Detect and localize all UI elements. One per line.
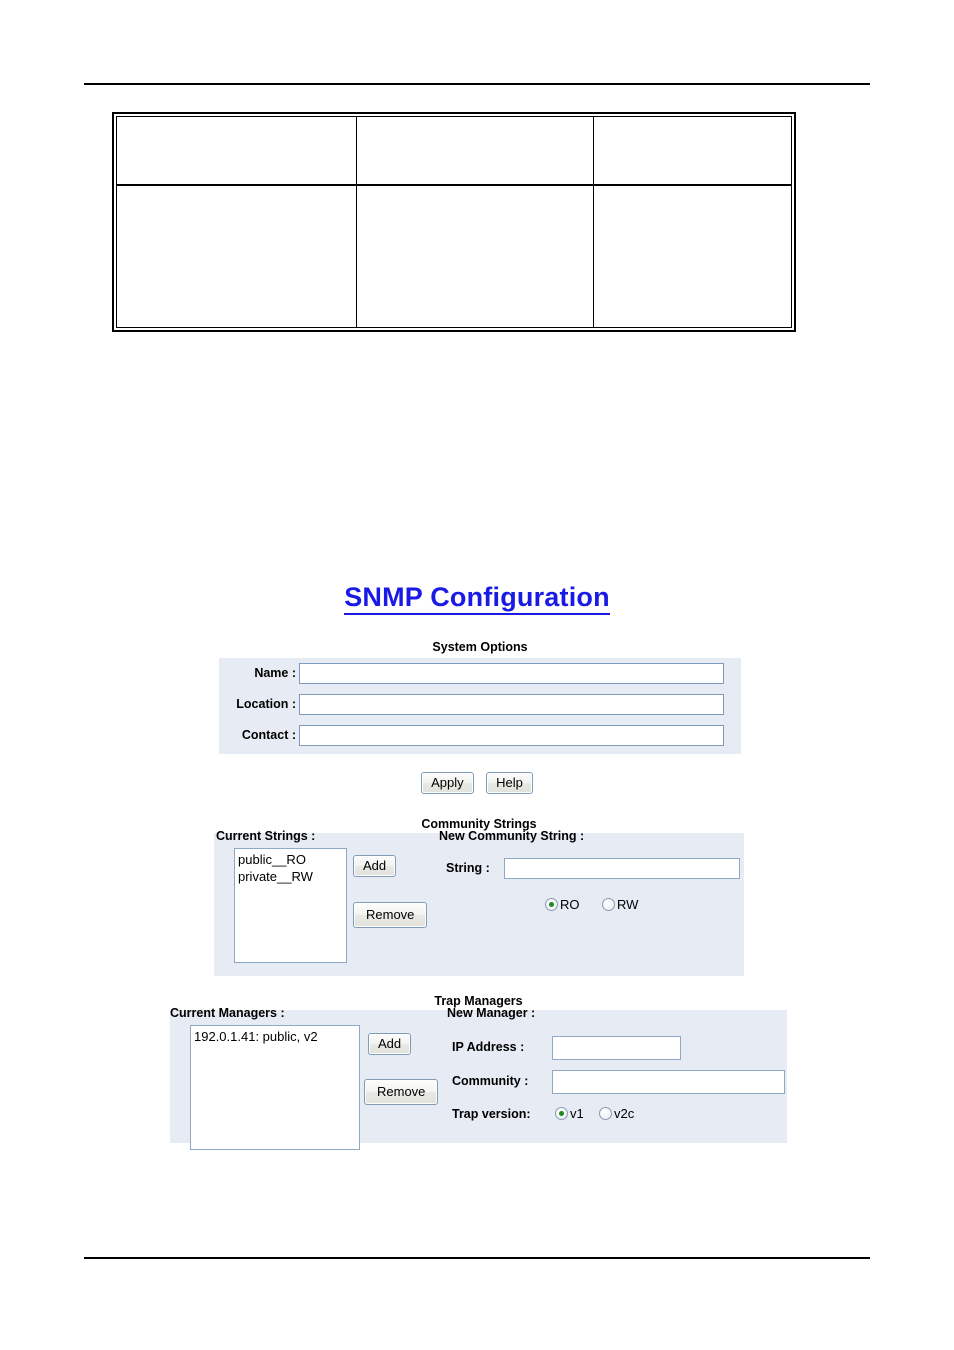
table-cell (116, 115, 357, 186)
radio-rw[interactable]: RW (602, 897, 638, 912)
table-cell (116, 184, 357, 328)
add-community-string-button[interactable]: Add (353, 855, 397, 877)
radio-rw-label: RW (617, 897, 639, 912)
list-item[interactable]: private__RW (238, 869, 313, 884)
new-community-string-label: New Community String : (439, 829, 585, 843)
name-field[interactable] (299, 663, 724, 684)
community-strings-panel: Current Strings : public__RO private__RW… (214, 829, 744, 976)
page-title-text: SNMP Configuration (344, 582, 610, 615)
radio-v2c[interactable]: v2c (599, 1106, 634, 1121)
list-item[interactable]: public__RO (238, 852, 306, 867)
community-label: Community : (452, 1074, 529, 1088)
page-title: SNMP Configuration (0, 582, 954, 615)
community-strings-heading: Community Strings (421, 817, 537, 831)
help-button[interactable]: Help (486, 772, 533, 794)
radio-v2c-label: v2c (614, 1106, 635, 1121)
string-field[interactable] (504, 858, 740, 879)
location-field[interactable] (299, 694, 724, 715)
contact-field[interactable] (299, 725, 724, 746)
radio-v1-label: v1 (570, 1106, 584, 1121)
list-item[interactable]: 192.0.1.41: public, v2 (194, 1029, 318, 1044)
ip-address-label: IP Address : (452, 1040, 525, 1054)
radio-ro-icon[interactable] (545, 898, 558, 911)
table-cell (355, 184, 595, 328)
trap-version-label: Trap version: (452, 1107, 531, 1121)
trap-managers-heading: Trap Managers (434, 994, 523, 1008)
name-label: Name : (254, 666, 296, 680)
string-label: String : (446, 861, 490, 875)
field-row-location: Location : (219, 692, 741, 717)
field-row-name: Name : (219, 661, 741, 686)
radio-rw-icon[interactable] (602, 898, 615, 911)
table-row (116, 184, 792, 328)
contact-label: Contact : (241, 728, 296, 742)
remove-manager-button[interactable]: Remove (364, 1079, 439, 1105)
page-footer-rule (84, 1257, 870, 1259)
current-managers-listbox[interactable]: 192.0.1.41: public, v2 (190, 1025, 360, 1150)
current-strings-listbox[interactable]: public__RO private__RW (234, 848, 347, 963)
page-header-rule (84, 83, 870, 85)
radio-v2c-icon[interactable] (599, 1107, 612, 1120)
radio-ro[interactable]: RO (545, 897, 580, 912)
table-cell (593, 115, 792, 186)
table-cell (593, 184, 792, 328)
location-label: Location : (236, 697, 296, 711)
radio-v1[interactable]: v1 (555, 1106, 584, 1121)
table-row (116, 115, 792, 186)
system-options-heading: System Options (432, 640, 528, 654)
remove-community-string-button[interactable]: Remove (353, 902, 428, 928)
apply-button[interactable]: Apply (421, 772, 474, 794)
system-options-panel: Name : Location : Contact : (219, 658, 741, 754)
current-strings-label: Current Strings : (216, 829, 316, 843)
add-manager-button[interactable]: Add (368, 1033, 412, 1055)
field-row-contact: Contact : (219, 723, 741, 748)
new-manager-label: New Manager : (447, 1006, 536, 1020)
spec-table (112, 112, 796, 332)
trap-managers-panel: Current Managers : 192.0.1.41: public, v… (170, 1006, 787, 1150)
radio-v1-icon[interactable] (555, 1107, 568, 1120)
current-managers-label: Current Managers : (170, 1006, 285, 1020)
radio-ro-label: RO (560, 897, 580, 912)
action-button-row: Apply Help (0, 772, 954, 794)
community-field[interactable] (552, 1070, 785, 1094)
ip-address-field[interactable] (552, 1036, 681, 1060)
current-managers-listbox-clip (190, 1143, 360, 1146)
table-cell (355, 115, 595, 186)
